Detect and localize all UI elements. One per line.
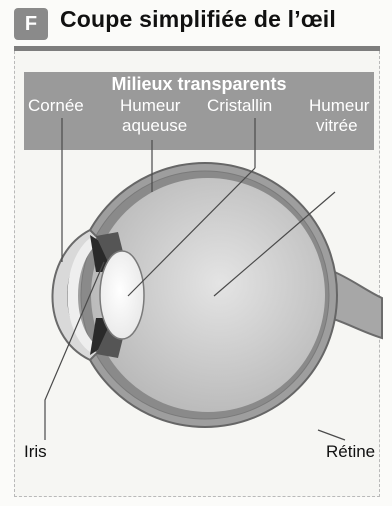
optic-nerve — [330, 270, 382, 338]
label-retine: Rétine — [326, 442, 375, 462]
lens — [100, 251, 144, 339]
label-iris: Iris — [24, 442, 47, 462]
leader-retine — [318, 430, 345, 440]
